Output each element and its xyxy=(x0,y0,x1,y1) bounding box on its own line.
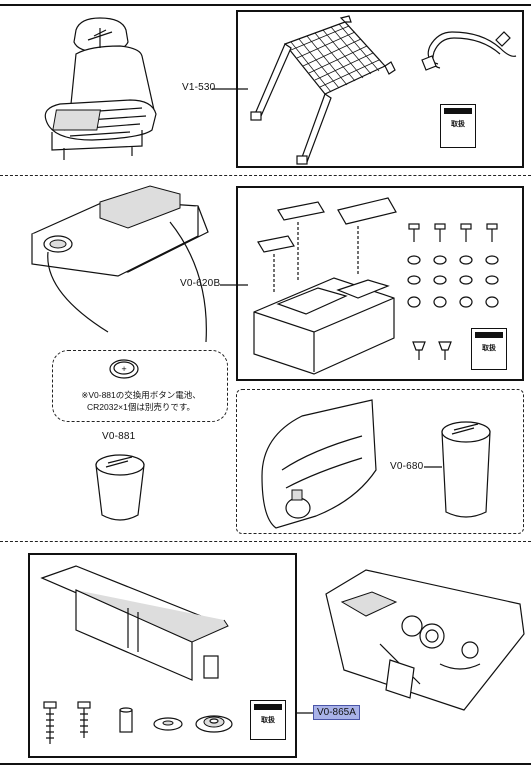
label-v0-881[interactable]: V0-881 xyxy=(102,431,136,442)
hooks-and-cord-illustration xyxy=(421,31,517,71)
screws-and-clips-illustration xyxy=(407,223,499,360)
dashboard-illustration xyxy=(325,569,525,711)
manual-booklet-v0-620b: 取扱 xyxy=(471,328,507,370)
label-v1-530[interactable]: V1-530 xyxy=(182,82,216,93)
button-battery-icon: + xyxy=(109,359,139,379)
car-seat-illustration xyxy=(44,17,157,160)
cargo-net-illustration xyxy=(250,15,396,165)
leader-v0-620b xyxy=(220,284,248,286)
battery-note-line1: ※V0-881の交換用ボタン電池、 xyxy=(81,390,201,400)
console-box-illustration xyxy=(253,197,397,375)
cup-holder-v0-680-illustration xyxy=(441,421,491,518)
label-v0-865a[interactable]: V0-865A xyxy=(313,705,360,720)
note-box xyxy=(52,350,228,422)
section-divider-1 xyxy=(0,175,531,176)
cup-holder-v0-881-illustration xyxy=(95,454,145,521)
manual-label: 取扱 xyxy=(261,716,275,724)
leader-v0-865a xyxy=(296,712,314,714)
bottom-rule xyxy=(0,763,531,765)
panel-v0-680 xyxy=(236,389,524,534)
manual-label: 取扱 xyxy=(451,120,465,128)
leader-v1-530 xyxy=(212,88,248,90)
label-v0-680[interactable]: V0-680 xyxy=(390,461,424,472)
leader-v0-680 xyxy=(424,466,442,468)
center-console-illustration xyxy=(31,185,209,343)
manual-label: 取扱 xyxy=(482,344,496,352)
label-v0-620b[interactable]: V0-620B xyxy=(180,278,221,289)
storage-tray-illustration xyxy=(40,565,229,681)
panel-v1-530 xyxy=(236,10,524,168)
door-panel-illustration xyxy=(261,399,377,529)
manual-booklet-v0-865a: 取扱 xyxy=(250,700,286,740)
battery-note-line2: CR2032×1個は別売りです。 xyxy=(86,402,196,412)
mounting-hardware-illustration xyxy=(43,701,233,744)
top-rule xyxy=(0,4,531,6)
section-divider-2 xyxy=(0,541,531,542)
svg-text:+: + xyxy=(121,365,127,373)
manual-booklet-v1-530: 取扱 xyxy=(440,104,476,148)
